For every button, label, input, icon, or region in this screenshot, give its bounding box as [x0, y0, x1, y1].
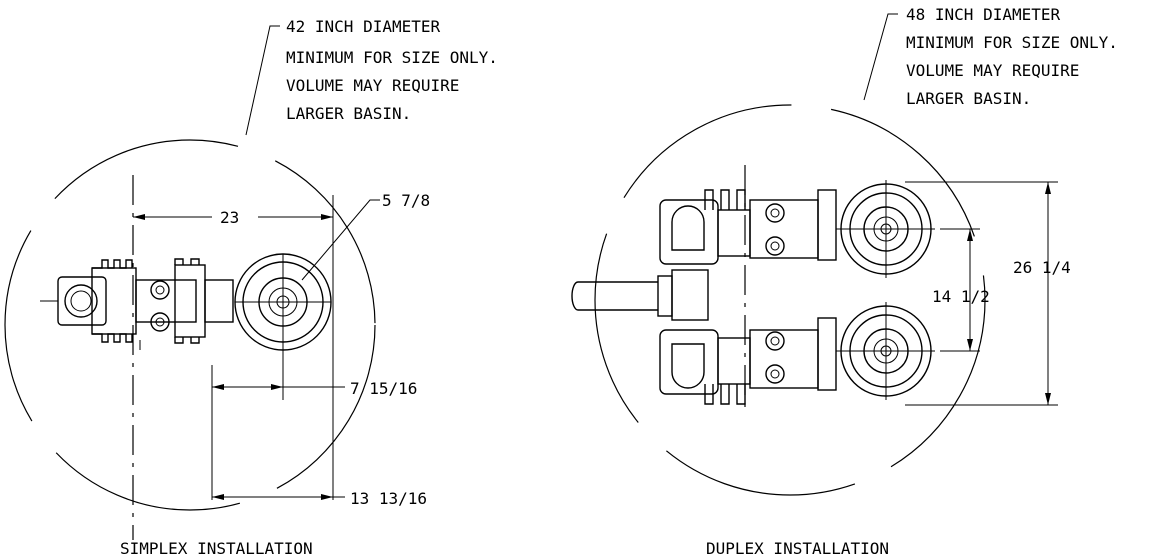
simplex-note-line-3: VOLUME MAY REQUIRE: [286, 76, 459, 95]
duplex-basin-outline: [594, 104, 986, 496]
simplex-basin-outline: [4, 139, 376, 511]
duplex-lower-assembly: [659, 302, 935, 405]
duplex-note-line-4: LARGER BASIN.: [906, 89, 1031, 108]
duplex-upper-assembly: [659, 180, 935, 278]
simplex-note: 42 INCH DIAMETER MINIMUM FOR SIZE ONLY. …: [286, 17, 498, 123]
simplex-dim-7-15-16: 7 15/16: [211, 350, 417, 500]
simplex-dim-pump-label: 5 7/8: [382, 191, 430, 210]
simplex-check-valve: [91, 258, 234, 350]
duplex-dim-inner-label: 14 1/2: [932, 287, 990, 306]
simplex-note-line-1: 42 INCH DIAMETER: [286, 17, 440, 36]
simplex-pump: [234, 253, 332, 351]
simplex-dim-23-label: 23: [220, 208, 239, 227]
simplex-dim-offset1-label: 7 15/16: [350, 379, 417, 398]
simplex-discharge-pipe: [40, 276, 107, 326]
duplex-note-line-2: MINIMUM FOR SIZE ONLY.: [906, 33, 1118, 52]
simplex-dim-13-13-16: 13 13/16: [212, 489, 427, 508]
duplex-caption: DUPLEX INSTALLATION: [706, 539, 889, 558]
simplex-installation: 42 INCH DIAMETER MINIMUM FOR SIZE ONLY. …: [4, 17, 498, 558]
duplex-dim-outer-label: 26 1/4: [1013, 258, 1071, 277]
simplex-note-leader: [245, 25, 280, 136]
simplex-dim-offset2-label: 13 13/16: [350, 489, 427, 508]
simplex-caption: SIMPLEX INSTALLATION: [120, 539, 313, 558]
duplex-dim-26-1-4: 26 1/4: [905, 181, 1071, 406]
duplex-dim-14-1-2: 14 1/2: [932, 228, 990, 352]
duplex-discharge-pipe: [571, 269, 709, 321]
simplex-note-line-2: MINIMUM FOR SIZE ONLY.: [286, 48, 498, 67]
duplex-note-line-1: 48 INCH DIAMETER: [906, 5, 1060, 24]
duplex-note-line-3: VOLUME MAY REQUIRE: [906, 61, 1079, 80]
duplex-note-leader: [863, 13, 898, 101]
duplex-installation: 48 INCH DIAMETER MINIMUM FOR SIZE ONLY. …: [571, 5, 1118, 558]
simplex-dim-23: 23: [133, 195, 334, 500]
simplex-dim-5-7-8: 5 7/8: [301, 191, 430, 281]
simplex-note-line-4: LARGER BASIN.: [286, 104, 411, 123]
duplex-note: 48 INCH DIAMETER MINIMUM FOR SIZE ONLY. …: [906, 5, 1118, 108]
